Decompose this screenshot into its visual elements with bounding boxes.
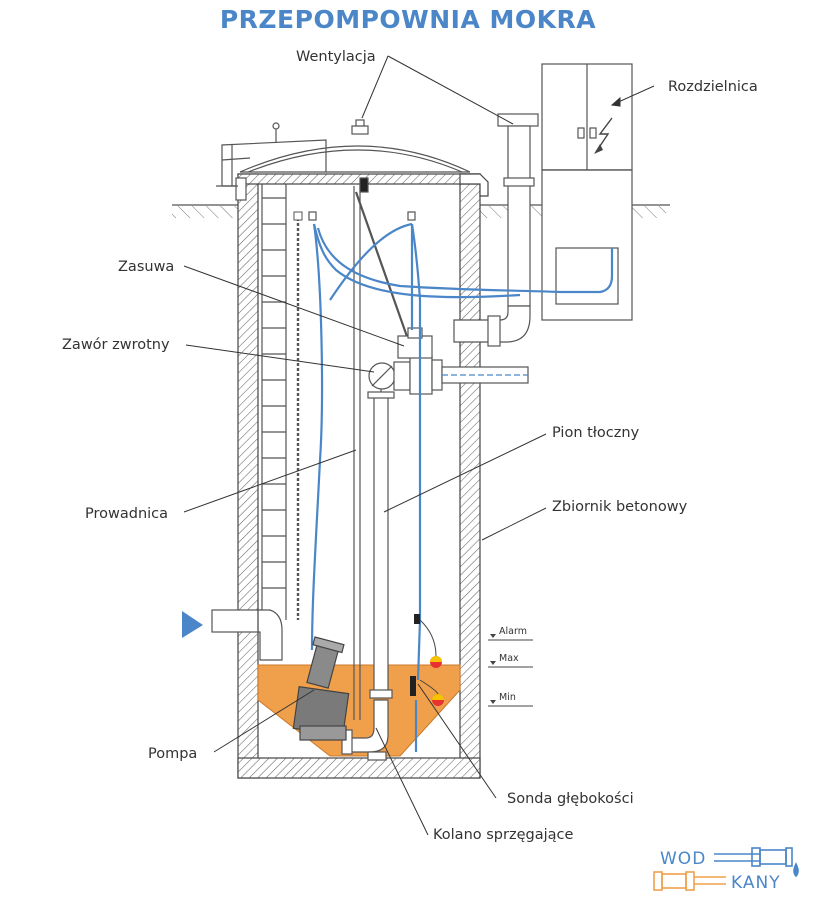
concrete-tank-label: Zbiornik betonowy [552,499,688,515]
tank-cover [216,119,471,201]
alarm-level-label: Alarm [499,626,527,637]
pump-label: Pompa [148,746,197,762]
logo-text-kany: KANY [731,873,781,893]
ventilation-pipe [453,113,539,347]
inlet-arrow-icon [182,611,203,638]
ventilation-label: Wentylacja [296,49,376,65]
level-markers [488,634,533,707]
check-valve-label: Zawór zwrotny [62,337,170,353]
depth-probe [410,676,416,696]
discharge-riser-label: Pion tłoczny [552,425,640,441]
min-level-label: Min [499,692,516,703]
inlet-pipe [211,600,283,661]
wodkany-logo: WOD KANY [653,847,799,893]
logo-orange-pipe-icon [653,871,726,891]
logo-blue-pipe-icon [714,847,799,878]
coupling-elbow-label: Kolano sprzęgające [433,827,573,843]
discharge-riser [341,391,395,761]
gate-valve-label: Zasuwa [118,259,174,275]
leader-lines [183,55,655,836]
logo-text-wod: WOD [660,849,706,869]
switchboard-label: Rozdzielnica [668,79,758,95]
switchboard [541,63,633,321]
lifting-chain [293,211,303,620]
ladder [261,184,287,620]
pump [292,636,350,741]
max-level-label: Max [499,653,519,664]
lightning-icon [595,117,613,153]
power-cables [310,222,614,752]
cable-hooks [308,211,416,221]
guide-rail-label: Prowadnica [85,506,168,522]
depth-probe-label: Sonda głębokości [507,791,634,807]
valve-assembly [368,327,529,395]
page-title: PRZEPOMPOWNIA MOKRA [220,5,596,34]
float-switches [410,614,444,706]
